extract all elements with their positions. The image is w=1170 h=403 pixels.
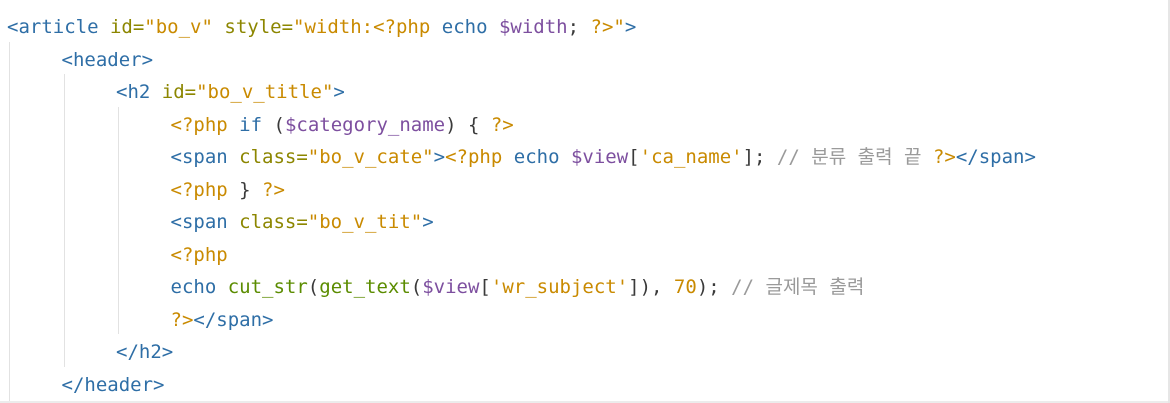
code-token-var: $category_name — [284, 113, 446, 136]
code-token-kw: if — [239, 113, 263, 136]
code-token-tag: <h2 — [116, 81, 151, 103]
code-token-str: 'ca_name' — [639, 146, 743, 168]
code-token-var: $width — [498, 16, 568, 38]
code-line[interactable]: <span class="bo_v_tit"> — [171, 206, 434, 238]
code-token-plain — [488, 16, 499, 38]
code-token-plain — [922, 146, 933, 168]
code-token-tag: > — [624, 16, 637, 38]
code-token-php: <?php — [170, 243, 228, 266]
indent-guide — [63, 74, 65, 367]
code-token-str: 'wr_subject' — [490, 276, 629, 298]
code-token-plain — [228, 114, 239, 136]
code-token-tag: <article — [7, 16, 99, 38]
code-token-attr: id= — [109, 16, 145, 38]
code-token-tag: </span> — [955, 146, 1036, 168]
code-token-php: <?php — [445, 146, 503, 168]
code-token-plain — [560, 146, 571, 168]
code-token-plain: ); — [696, 276, 732, 298]
code-token-plain — [99, 16, 110, 38]
code-token-tag: </header> — [61, 373, 165, 396]
code-token-plain: ) { — [445, 113, 491, 136]
code-line[interactable]: <h2 id="bo_v_title"> — [116, 76, 345, 108]
code-token-plain: } — [227, 178, 263, 201]
code-token-attr: style= — [224, 16, 294, 38]
code-line[interactable]: <?php } ?> — [171, 174, 285, 206]
code-token-cmt: // 글제목 출력 — [731, 276, 865, 298]
code-token-kw: echo — [513, 146, 560, 168]
code-token-plain: ( — [262, 113, 285, 136]
code-token-str: "bo_v_cate" — [307, 146, 434, 168]
code-token-str: " — [613, 16, 625, 38]
code-token-tag: </span> — [193, 308, 274, 331]
code-token-php: ?> — [932, 146, 956, 168]
code-token-plain: [ — [628, 146, 640, 168]
code-token-php: <?php — [373, 16, 431, 38]
code-line[interactable]: </header> — [62, 369, 165, 401]
code-token-str: "bo_v" — [144, 16, 213, 38]
code-token-tag: > — [333, 81, 345, 103]
code-line[interactable]: </h2> — [116, 336, 173, 368]
code-token-plain: ]), — [628, 276, 674, 298]
code-token-plain: ; — [567, 16, 591, 38]
code-token-plain: ( — [410, 276, 423, 298]
code-token-str: "width: — [293, 16, 374, 38]
editor-bottom-border — [0, 401, 1170, 403]
code-token-php: <?php — [170, 113, 228, 136]
code-token-tag: > — [433, 146, 446, 168]
code-token-plain — [150, 81, 161, 103]
code-token-plain: ]; — [742, 146, 777, 168]
code-line[interactable]: <?php — [171, 239, 228, 271]
code-token-attr: class= — [239, 211, 308, 233]
code-line[interactable]: <span class="bo_v_cate"><?php echo $view… — [171, 141, 1036, 173]
code-token-kw: echo — [170, 276, 217, 298]
code-line[interactable]: ?></span> — [171, 304, 274, 336]
code-token-fn: get_text — [319, 276, 411, 298]
indent-guide — [118, 106, 119, 334]
code-token-plain: ( — [307, 276, 320, 298]
code-token-php: ?> — [262, 178, 285, 201]
code-token-tag: <span — [170, 211, 228, 233]
code-token-tag: <header> — [61, 48, 154, 71]
code-token-plain — [228, 211, 239, 233]
code-line[interactable]: echo cut_str(get_text($view['wr_subject'… — [171, 271, 865, 303]
code-token-plain — [502, 146, 513, 168]
code-token-plain — [213, 16, 224, 38]
code-token-tag: </h2> — [116, 341, 174, 363]
code-token-plain — [228, 146, 239, 168]
code-token-plain — [430, 16, 441, 38]
code-line[interactable]: <header> — [62, 44, 154, 76]
code-token-php: <?php — [170, 178, 228, 201]
indent-guide — [9, 41, 10, 403]
code-token-php: ?> — [170, 308, 194, 331]
code-token-php: ?> — [490, 113, 514, 136]
code-line[interactable]: <?php if ($category_name) { ?> — [171, 109, 514, 141]
code-token-cmt: // 분류 출력 끝 — [776, 146, 922, 168]
code-token-num: 70 — [673, 276, 697, 298]
code-token-fn: cut_str — [227, 276, 308, 298]
code-token-attr: id= — [161, 81, 197, 103]
code-token-plain — [216, 276, 227, 298]
code-token-tag: > — [422, 211, 434, 233]
code-token-php: ?> — [590, 16, 614, 38]
code-token-var: $view — [570, 146, 629, 168]
code-token-plain: [ — [479, 276, 491, 298]
code-token-tag: <span — [170, 146, 228, 168]
code-token-str: "bo_v_tit" — [307, 211, 423, 233]
code-line[interactable]: <article id="bo_v" style="width:<?php ec… — [7, 11, 636, 43]
code-token-str: "bo_v_title" — [196, 81, 334, 103]
code-token-var: $view — [422, 276, 480, 298]
code-token-kw: echo — [441, 16, 488, 38]
code-token-attr: class= — [239, 146, 308, 168]
